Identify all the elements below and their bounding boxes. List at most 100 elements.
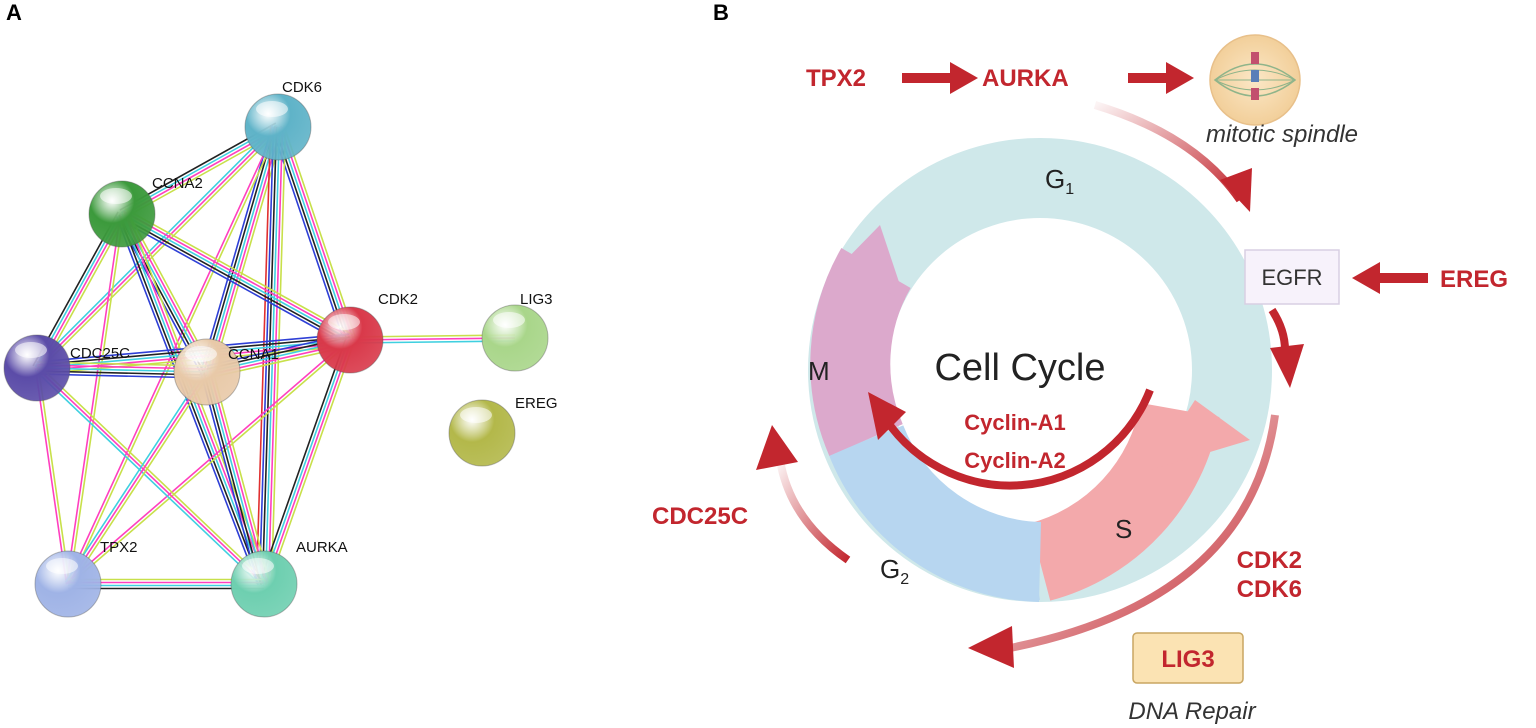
egfr-box — [1244, 249, 1340, 305]
edge-cdc25c-aurka — [38, 365, 267, 583]
edge-ccna1-tpx2 — [64, 369, 206, 583]
inner-cyclin-arrowhead — [868, 392, 906, 440]
edge-cdk6-cdk2 — [282, 124, 357, 339]
ereg-label: EREG — [1440, 266, 1508, 293]
edge-cdk2-aurka — [267, 341, 355, 586]
edge-cdk6-cdc25c — [36, 126, 279, 369]
aurka-to-spindle-arrowhead — [1166, 62, 1194, 94]
node-cdk6[interactable]: CDK6 — [244, 79, 322, 161]
edge-ccna1-aurka — [203, 372, 262, 585]
edge-cdk6-tpx2 — [65, 126, 278, 584]
edge-ccna2-tpx2 — [68, 214, 125, 585]
m-label: M — [808, 356, 830, 386]
edge-cdc25c-aurka — [36, 367, 265, 585]
edge-cdk6-ccna1 — [200, 125, 274, 371]
edge-cdk2-aurka — [261, 339, 350, 584]
edge-ccna1-aurka — [200, 373, 259, 586]
cdk2-label: CDK2 — [1237, 547, 1302, 574]
g1-label: G1 — [1045, 164, 1074, 198]
edge-cdk6-cdk2 — [274, 127, 348, 342]
mitotic-spindle-illustration — [1209, 34, 1301, 126]
dna-repair-note: DNA Repair — [1128, 698, 1256, 725]
edge-ccna2-cdk2 — [124, 208, 354, 336]
edge-ccna1-tpx2 — [69, 373, 211, 587]
m-phase-segment — [810, 248, 912, 456]
node-label-ereg: EREG — [515, 395, 558, 412]
edge-ccna2-cdk2 — [120, 215, 349, 344]
s-label: S — [1115, 514, 1132, 544]
edge-cdk6-aurka — [255, 126, 272, 584]
panel-b-label: B — [713, 0, 729, 25]
edge-cdc25c-aurka — [34, 369, 263, 587]
edge-cdk2-aurka — [259, 338, 347, 583]
g2-phase-segment — [828, 424, 1042, 602]
cell-cycle-ring — [808, 138, 1272, 602]
node-highlight — [242, 558, 274, 574]
lig3-box — [1132, 632, 1244, 684]
edge-ccna1-aurka — [206, 371, 265, 585]
edge-cdk6-cdk2 — [277, 126, 351, 341]
node-ereg[interactable]: EREG — [448, 395, 558, 467]
egfr-down-arrowhead — [1270, 344, 1304, 388]
edge-cdk2-aurka — [264, 340, 353, 585]
node-highlight — [328, 314, 360, 330]
cdc25c-arc-arrow — [776, 459, 851, 564]
node-highlight — [493, 312, 525, 328]
node-label-cdc25c: CDC25C — [70, 345, 130, 362]
node-label-aurka: AURKA — [296, 539, 348, 556]
inner-cyclin-arrow — [876, 388, 1154, 490]
edge-cdk6-cdc25c — [38, 128, 281, 371]
edge-cdk2-tpx2 — [66, 338, 350, 584]
cyclin-a2-label: Cyclin-A2 — [964, 448, 1065, 473]
node-ccna1[interactable]: CCNA1 — [173, 338, 279, 406]
node-label-ccna1: CCNA1 — [228, 346, 279, 363]
edge-ccna1-aurka — [212, 370, 271, 583]
edge-ccna1-tpx2 — [67, 371, 208, 585]
node-aurka[interactable]: AURKA — [230, 539, 348, 618]
ereg-to-egfr-arrowhead — [1352, 262, 1380, 294]
edge-cdk6-cdk2 — [280, 125, 354, 340]
tpx2-label: TPX2 — [806, 65, 866, 92]
node-tpx2[interactable]: TPX2 — [34, 539, 138, 618]
edge-ccna2-tpx2 — [65, 213, 122, 584]
node-label-ccna2: CCNA2 — [152, 175, 203, 192]
cyclin-a1-label: Cyclin-A1 — [964, 410, 1065, 435]
g2-label: G2 — [880, 554, 909, 588]
edge-cdk6-aurka — [267, 127, 284, 585]
node-highlight — [185, 346, 217, 362]
node-label-cdk2: CDK2 — [378, 291, 418, 308]
edge-cdk6-ccna1 — [203, 125, 276, 372]
edge-cdk6-cdc25c — [34, 124, 277, 367]
mitotic-spindle-note: mitotic spindle — [1206, 121, 1358, 148]
tpx2-to-aurka-arrowhead — [950, 62, 978, 94]
edge-ccna2-cdk2 — [121, 213, 351, 341]
edge-cdc25c-tpx2 — [34, 368, 68, 585]
s-phase-chevron — [1150, 400, 1250, 470]
edge-ccna2-cdk2 — [118, 218, 348, 346]
edge-ccna1-aurka — [209, 371, 268, 584]
node-highlight — [100, 188, 132, 204]
cdk6-label: CDK6 — [1237, 576, 1302, 603]
node-cdc25c[interactable]: CDC25C — [3, 334, 130, 402]
cdc25c-arc-arrowhead — [756, 425, 798, 470]
node-highlight — [15, 342, 47, 358]
cell-cycle-title: Cell Cycle — [934, 347, 1105, 389]
node-ccna2[interactable]: CCNA2 — [88, 175, 203, 248]
node-highlight — [46, 558, 78, 574]
node-label-cdk6: CDK6 — [282, 79, 322, 96]
aurka-label: AURKA — [982, 65, 1069, 92]
node-lig3[interactable]: LIG3 — [481, 291, 553, 372]
node-highlight — [256, 101, 288, 117]
aurka-to-egfr-arrowhead — [1220, 168, 1252, 212]
node-label-tpx2: TPX2 — [100, 539, 138, 556]
edge-ccna2-cdk2 — [123, 210, 352, 339]
cdk-arc-arrowhead — [968, 626, 1014, 668]
node-cdk2[interactable]: CDK2 — [316, 291, 418, 374]
egfr-down-arrow — [1268, 307, 1289, 351]
m-phase-chevron — [836, 225, 905, 300]
cdk-arc-arrow — [1009, 414, 1279, 652]
node-highlight — [460, 407, 492, 423]
panel-a-label: A — [6, 0, 22, 25]
